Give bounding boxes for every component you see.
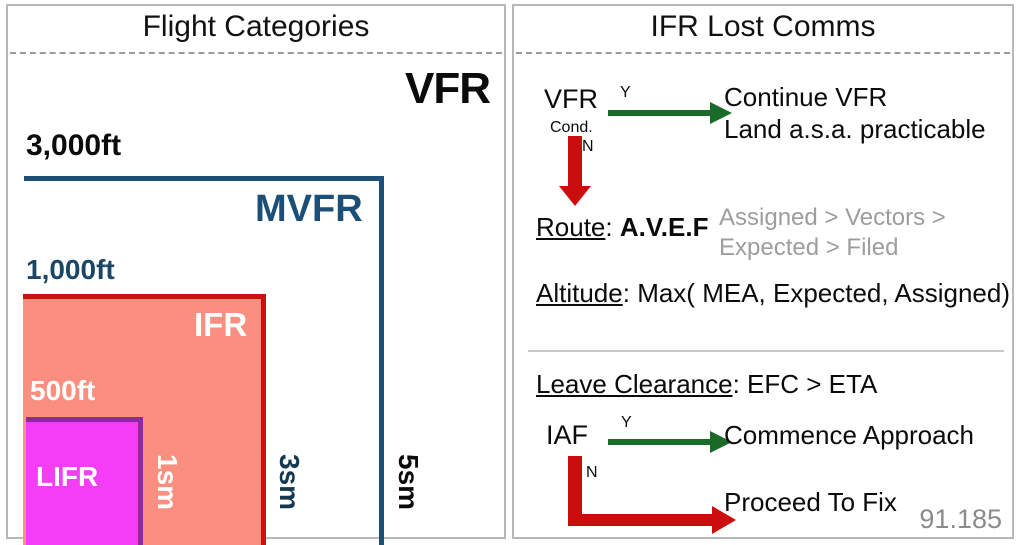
section-divider: [528, 350, 1004, 352]
leave-clearance-label: Leave Clearance: [536, 369, 733, 399]
ceiling-label-3000ft: 3,000ft: [26, 129, 122, 162]
visibility-label-3sm: 3sm: [274, 454, 305, 511]
result-proceed-to-fix: Proceed To Fix: [724, 487, 897, 517]
panel-flight-categories: Flight Categories VFR 3,000ft MVFR 1,000…: [6, 4, 506, 545]
leave-clearance-separator: :: [732, 369, 748, 399]
title-divider-left: [10, 52, 502, 54]
category-label-vfr: VFR: [405, 64, 491, 113]
panel-ifr-lost-comms: IFR Lost Comms VFR Cond. Y N Continue VF…: [512, 4, 1014, 539]
regulation-reference: 91.185: [919, 504, 1002, 534]
ceiling-label-500ft: 500ft: [30, 375, 96, 406]
result-continue-vfr: Continue VFR: [724, 82, 888, 112]
mvfr-region-box: [24, 176, 384, 545]
arrow-no-red-elbow-2: [568, 456, 736, 534]
altitude-separator: :: [622, 278, 638, 308]
page-title-ifr-lost-comms: IFR Lost Comms: [650, 10, 876, 43]
route-expansion-line-1: Assigned > Vectors >: [719, 204, 946, 231]
branch-tag-no-1: N: [582, 138, 594, 155]
result-land-asap: Land a.s.a. practicable: [724, 114, 986, 144]
arrow-no-red-1: [559, 136, 591, 206]
category-label-mvfr: MVFR: [255, 188, 363, 230]
title-divider-right: [516, 52, 1010, 54]
leave-clearance-line: Leave Clearance: EFC > ETA: [536, 369, 877, 400]
ceiling-label-1000ft: 1,000ft: [26, 254, 115, 285]
result-commence-approach: Commence Approach: [724, 420, 975, 450]
lifr-region-box: [26, 417, 143, 545]
altitude-line: Altitude: Max( MEA, Expected, Assigned): [536, 278, 1010, 309]
category-label-lifr: LIFR: [36, 461, 99, 492]
flow-node-vfr-cond-sublabel: Cond.: [550, 119, 593, 136]
page-title-flight-categories: Flight Categories: [142, 10, 370, 43]
route-line: Route: A.V.E.F: [536, 212, 708, 243]
visibility-label-1sm: 1sm: [152, 454, 183, 511]
visibility-label-5sm: 5sm: [393, 454, 424, 511]
leave-clearance-value: EFC > ETA: [747, 369, 878, 399]
category-label-ifr: IFR: [194, 306, 248, 343]
branch-tag-yes-2: Y: [621, 414, 632, 431]
route-label: Route: [536, 212, 606, 242]
arrow-yes-green-2: [608, 431, 732, 453]
route-separator: :: [605, 212, 620, 242]
branch-tag-no-2: N: [586, 464, 598, 481]
arrow-yes-green-1: [608, 102, 732, 124]
flow-node-vfr-cond: VFR: [544, 84, 598, 114]
altitude-label: Altitude: [536, 278, 623, 308]
route-value: A.V.E.F: [619, 212, 709, 242]
altitude-value: Max( MEA, Expected, Assigned): [637, 278, 1011, 308]
route-expansion-line-2: Expected > Filed: [719, 234, 899, 261]
flow-node-iaf: IAF: [546, 420, 589, 450]
branch-tag-yes-1: Y: [620, 84, 631, 101]
